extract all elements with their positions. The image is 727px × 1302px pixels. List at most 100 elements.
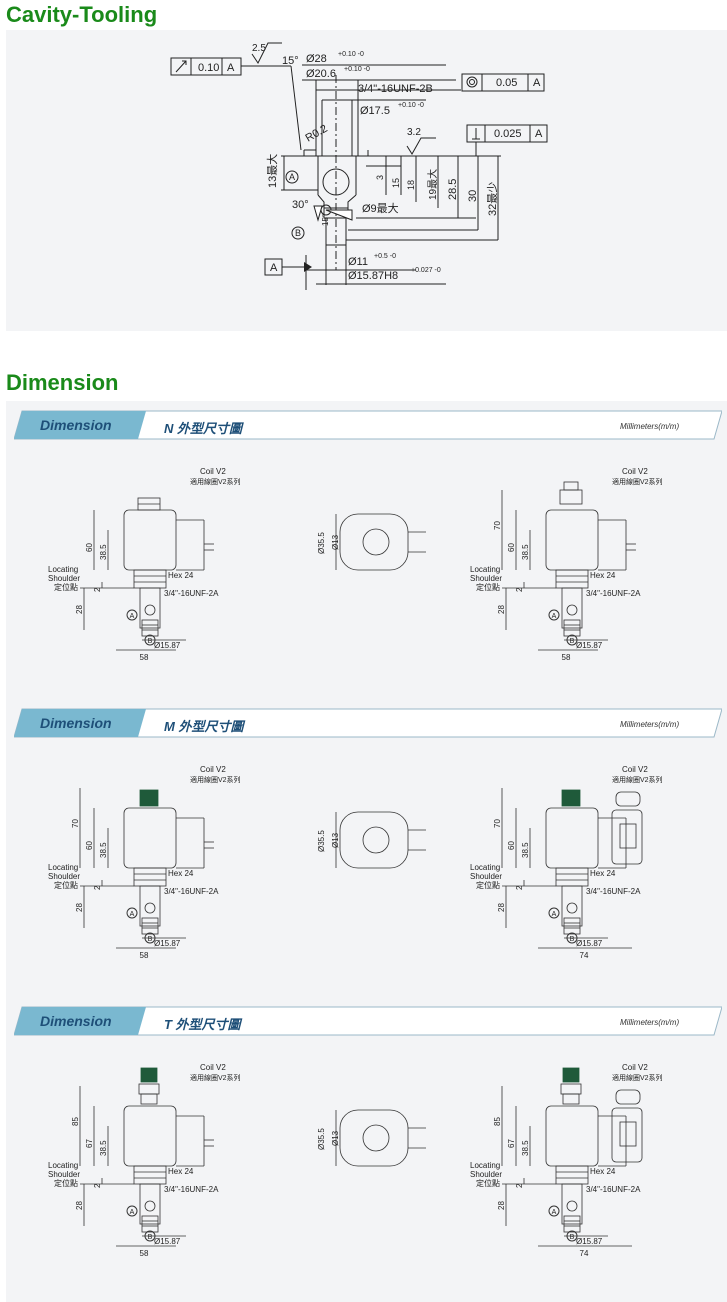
locating-cn-label: 定位點: [476, 880, 500, 890]
coil-cn-label: 適用線圈V2系列: [612, 1073, 663, 1082]
roughness-25: 2.5: [252, 43, 266, 54]
angle-15b: 15°: [321, 214, 330, 226]
dim-h385: 38.5: [99, 842, 108, 858]
port-a-label: A: [130, 1209, 135, 1216]
dim-h2: 2: [93, 587, 102, 592]
hex-label: Hex 24: [590, 571, 616, 580]
hex-label: Hex 24: [168, 869, 194, 878]
dim-d11-tol: +0.5 -0: [374, 253, 396, 260]
dim-h28: 28: [497, 903, 506, 912]
port-a-label: A: [552, 911, 557, 918]
dim-width: 74: [580, 1249, 589, 1258]
dim-h2: 2: [515, 885, 524, 890]
dim-h385: 38.5: [521, 842, 530, 858]
dim-h28: 28: [75, 903, 84, 912]
dim-width: 58: [140, 1249, 149, 1258]
roughness-32: 3.2: [407, 127, 421, 138]
locating-cn-label: 定位點: [54, 880, 78, 890]
port-a-label: A: [130, 613, 135, 620]
dim-v13: 13最大: [265, 154, 279, 188]
dim-d13: Ø13: [331, 1130, 340, 1146]
banner-unit: Millimeters(m/m): [620, 1018, 680, 1027]
coil-cn-label: 適用線圈V2系列: [190, 1073, 241, 1082]
dim-h385: 38.5: [521, 544, 530, 560]
dim-total: 70: [71, 819, 80, 828]
locating-label: Locating: [470, 1161, 500, 1170]
dim-d13: Ø13: [331, 534, 340, 550]
shoulder-label: Shoulder: [48, 872, 80, 881]
banner-subtitle: M 外型尺寸圖: [164, 719, 244, 734]
dim-h2: 2: [93, 1183, 102, 1188]
dim-h28: 28: [497, 1201, 506, 1210]
dim-d9: Ø9最大: [362, 201, 399, 215]
dim-h2: 2: [515, 587, 524, 592]
thread-label: 3/4"-16UNF-2A: [586, 887, 641, 896]
coil-label: Coil V2: [200, 1063, 226, 1072]
port-b: B: [295, 228, 301, 238]
port-b-label: B: [148, 936, 153, 943]
locating-cn-label: 定位點: [54, 582, 78, 592]
dim-d175: Ø17.5: [360, 105, 390, 117]
dim-h385: 38.5: [521, 1140, 530, 1156]
dim-dia: Ø15.87: [576, 1237, 603, 1246]
banner-subtitle: T 外型尺寸圖: [164, 1017, 241, 1032]
banner-tag: Dimension: [40, 1013, 112, 1029]
thread-label: 3/4"-16UNF-2A: [586, 589, 641, 598]
perp-tolerance: 0.025: [494, 128, 522, 140]
dim-d13: Ø13: [331, 832, 340, 848]
cavity-heading: Cavity-Tooling: [6, 2, 158, 27]
dim-d206: Ø20.6: [306, 68, 336, 80]
port-a-label: A: [552, 1209, 557, 1216]
dim-h60: 60: [85, 841, 94, 850]
dim-h385: 38.5: [99, 1140, 108, 1156]
dim-total: 70: [493, 819, 502, 828]
dim-dia: Ø15.87: [154, 641, 181, 650]
angle-15: 15°: [282, 55, 299, 67]
shoulder-label: Shoulder: [48, 574, 80, 583]
thread-label: 3/4"-16UNF-2A: [164, 589, 219, 598]
dim-dia: Ø15.87: [154, 939, 181, 948]
coil-label: Coil V2: [200, 467, 226, 476]
locating-label: Locating: [48, 863, 78, 872]
port-b-label: B: [148, 1234, 153, 1241]
port-b-label: B: [570, 936, 575, 943]
dim-d1587-tol: +0.027 -0: [411, 267, 441, 274]
dim-h28: 28: [75, 1201, 84, 1210]
dim-h60: 60: [507, 543, 516, 552]
dim-d1587: Ø15.87H8: [348, 270, 398, 282]
locating-cn-label: 定位點: [54, 1178, 78, 1188]
dim-dia: Ø15.87: [154, 1237, 181, 1246]
locating-label: Locating: [470, 863, 500, 872]
coil-cn-label: 適用線圈V2系列: [190, 775, 241, 784]
dim-v30: 30: [467, 190, 479, 202]
port-b-label: B: [570, 638, 575, 645]
dim-d28-tol: +0.10 -0: [338, 51, 364, 58]
dim-total: 85: [71, 1117, 80, 1126]
banner-subtitle: N 外型尺寸圖: [164, 421, 243, 436]
locating-cn-label: 定位點: [476, 1178, 500, 1188]
dim-v3: 3: [375, 175, 385, 180]
coil-label: Coil V2: [200, 765, 226, 774]
hex-label: Hex 24: [590, 1167, 616, 1176]
dim-h60: 60: [507, 841, 516, 850]
banner-unit: Millimeters(m/m): [620, 422, 680, 431]
dim-h385: 38.5: [99, 544, 108, 560]
coil-label: Coil V2: [622, 1063, 648, 1072]
coil-cn-label: 適用線圈V2系列: [612, 477, 663, 486]
dim-h28: 28: [75, 605, 84, 614]
dim-d28: Ø28: [306, 53, 327, 65]
thread-label: 3/4"-16UNF-2A: [586, 1185, 641, 1194]
chamfer: R0.2: [304, 123, 330, 145]
dim-total: 85: [493, 1117, 502, 1126]
banner-tag: Dimension: [40, 715, 112, 731]
dim-dia: Ø15.87: [576, 641, 603, 650]
banner-tag: Dimension: [40, 417, 112, 433]
dim-width: 58: [562, 653, 571, 662]
cavity-drawing: 0.10 A 2.5 15° Ø28 +0.10 -0 Ø20.6 +0.10 …: [170, 42, 548, 290]
